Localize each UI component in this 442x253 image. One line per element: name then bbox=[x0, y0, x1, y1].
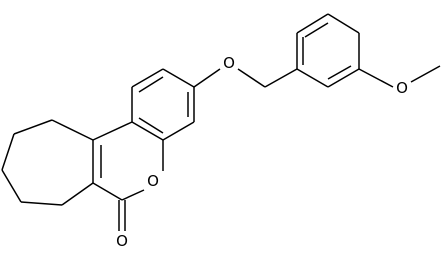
bond-mb-1 bbox=[296, 13, 329, 34]
atom-label-ring-oxygen: O bbox=[147, 172, 159, 190]
bond-methoxy-ch3 bbox=[410, 65, 441, 83]
bond-cyc-4 bbox=[1, 169, 22, 203]
bond-cyc-3 bbox=[1, 133, 15, 171]
bond-o-arene bbox=[193, 68, 221, 88]
bond-arene-5 bbox=[162, 121, 195, 141]
bond-methoxy-o bbox=[358, 68, 394, 88]
bond-mb-inner-1 bbox=[304, 22, 329, 38]
bond-arene-4 bbox=[131, 121, 164, 141]
bond-arene-2 bbox=[131, 68, 164, 88]
atom-bg-carbonyl bbox=[114, 232, 130, 250]
bond-arene-inner-1 bbox=[138, 76, 164, 93]
bond-mb-4 bbox=[327, 68, 360, 88]
atom-bg-methoxy bbox=[394, 79, 410, 97]
atom-bg-ring bbox=[145, 172, 161, 190]
bond-arene-inner-2 bbox=[138, 117, 164, 134]
bond-mb-2 bbox=[327, 13, 360, 34]
atom-label-methoxy-oxygen: O bbox=[396, 79, 408, 97]
bond-cyc-2 bbox=[13, 119, 53, 135]
bond-arene-1 bbox=[162, 68, 195, 88]
bond-cyc-5 bbox=[20, 201, 63, 206]
bond-mb-inner-2 bbox=[327, 65, 352, 80]
atom-label-ether-oxygen: O bbox=[223, 54, 235, 72]
bond-ch2-o bbox=[237, 68, 266, 88]
bond-benzyl-ch2 bbox=[264, 68, 298, 88]
bond-mb-5 bbox=[296, 68, 329, 88]
atom-bg-ether bbox=[221, 54, 237, 72]
bond-lines bbox=[1, 13, 441, 231]
atom-labels: O O O O bbox=[114, 54, 410, 250]
bond-cyc-1 bbox=[51, 119, 94, 141]
atom-label-carbonyl-oxygen: O bbox=[116, 232, 128, 250]
bond-lactone-3 bbox=[92, 182, 123, 201]
bond-lactone-2 bbox=[121, 189, 145, 201]
bond-lactone-5 bbox=[92, 121, 133, 141]
bond-cyc-6 bbox=[61, 182, 94, 206]
